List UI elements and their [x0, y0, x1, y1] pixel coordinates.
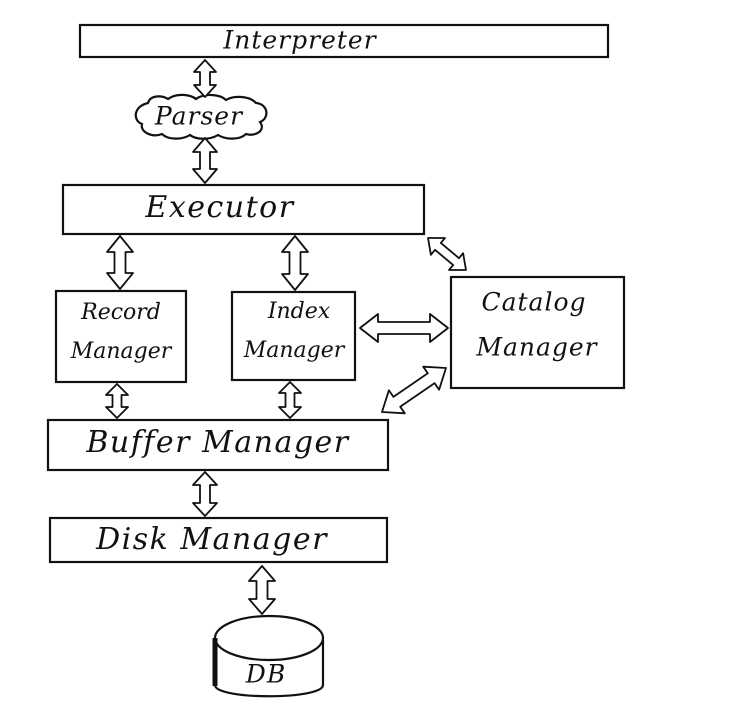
- record-manager-label-line2: Manager: [70, 339, 173, 364]
- catalog-manager-block: Catalog Manager: [449, 275, 626, 390]
- index-catalog-arrow: [359, 313, 449, 343]
- index-buffer-arrow: [278, 381, 302, 419]
- disk-db-arrow: [248, 565, 276, 615]
- executor-index-arrow: [281, 235, 309, 291]
- interpreter-parser-arrow: [193, 59, 217, 98]
- buffer-manager-block: Buffer Manager: [46, 418, 390, 472]
- connector-arrows: [105, 59, 467, 615]
- db-cylinder: DB: [212, 614, 325, 698]
- record-manager-block: Record Manager: [54, 289, 188, 384]
- executor-catalog-arrow: [427, 237, 467, 271]
- buffer-manager-label: Buffer Manager: [85, 425, 349, 460]
- interpreter-label: Interpreter: [222, 26, 377, 55]
- catalog-manager-label-line1: Catalog: [481, 288, 586, 317]
- index-manager-block: Index Manager: [230, 290, 357, 382]
- disk-manager-label: Disk Manager: [95, 522, 328, 557]
- db-label: DB: [245, 660, 286, 689]
- parser-executor-arrow: [192, 137, 218, 184]
- index-manager-label-line2: Manager: [243, 338, 346, 363]
- executor-block: Executor: [61, 183, 426, 236]
- index-manager-label-line1: Index: [267, 299, 331, 324]
- executor-record-arrow: [106, 235, 134, 290]
- record-buffer-arrow: [105, 383, 129, 419]
- interpreter-block: Interpreter: [78, 23, 610, 59]
- parser-label: Parser: [154, 102, 244, 131]
- disk-manager-block: Disk Manager: [48, 516, 389, 564]
- parser-block: Parser: [134, 93, 268, 140]
- buffer-disk-arrow: [192, 471, 218, 517]
- record-manager-label-line1: Record: [80, 300, 161, 325]
- catalog-manager-label-line2: Manager: [475, 333, 598, 362]
- executor-label: Executor: [144, 190, 294, 225]
- buffer-catalog-arrow: [381, 365, 447, 415]
